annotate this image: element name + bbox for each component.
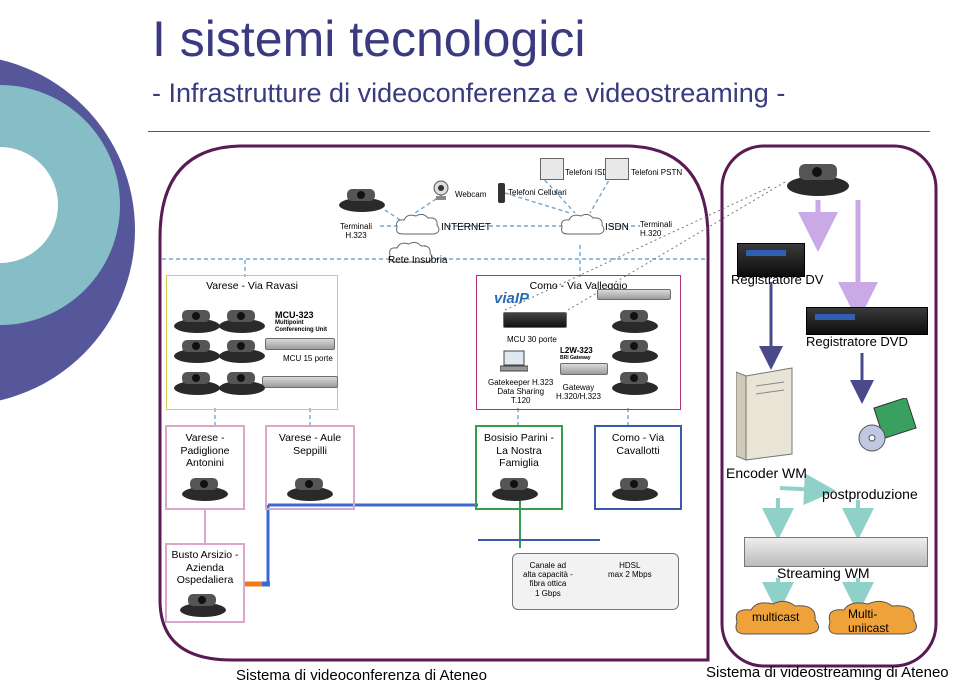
site-name: Busto Arsizio - Azienda Ospedaliera	[171, 549, 239, 587]
legend-hdsl: HDSL max 2 Mbps	[608, 561, 652, 580]
videoconference-camera-icon	[612, 478, 658, 501]
legend-box	[512, 553, 679, 610]
videoconference-camera-icon	[182, 478, 228, 501]
site-name: Varese - Padiglione Antonini	[180, 432, 230, 470]
server-tower-icon	[736, 367, 793, 461]
webcam-icon	[433, 180, 449, 200]
l2w-logo: L2W-323	[560, 346, 593, 355]
cloud-multicast	[735, 600, 820, 635]
label-mcu-30: MCU 30 porte	[507, 335, 557, 344]
label-terminali-h320: Terminali H.320	[640, 220, 673, 239]
label-telefoni-isdn: Telefoni ISDN	[565, 168, 614, 177]
page-title: I sistemi tecnologici	[152, 11, 586, 67]
videoconference-camera-icon	[787, 164, 849, 196]
site-bosisio-parini: Bosisio Parini - La Nostra Famiglia	[475, 425, 563, 510]
videoconference-camera-icon	[287, 478, 333, 501]
site-name: Bosisio Parini - La Nostra Famiglia	[483, 432, 555, 470]
mcu-logo: MCU-323	[275, 310, 314, 320]
videoconference-camera-icon	[612, 372, 658, 395]
caption-videoconferenza: Sistema di videoconferenza di Ateneo	[236, 667, 487, 684]
site-name: Varese - Aule Seppilli	[278, 432, 342, 457]
label-registratore-dvd: Registratore DVD	[806, 334, 908, 349]
videoconference-camera-icon	[174, 372, 220, 395]
label-registratore-dv: Registratore DV	[731, 272, 824, 287]
recorder-icon	[737, 243, 805, 277]
videoconference-camera-icon	[174, 340, 220, 363]
gateway-device	[560, 363, 608, 375]
label-streaming-wm: Streaming WM	[777, 565, 870, 581]
label-isdn: ISDN	[605, 222, 629, 233]
phone-icon	[540, 158, 564, 180]
site-varese-seppilli: Varese - Aule Seppilli	[265, 425, 355, 510]
caption-videostreaming: Sistema di videostreaming di Ateneo	[706, 664, 949, 681]
cloud-icon	[396, 213, 440, 235]
videoconference-camera-icon	[339, 189, 385, 212]
cloud-multi-unicast	[828, 600, 917, 635]
cloud-icon	[389, 241, 433, 263]
gateway-device	[597, 289, 671, 300]
site-busto-arsizio: Busto Arsizio - Azienda Ospedaliera	[165, 543, 245, 623]
title-rule	[148, 131, 930, 132]
videoconference-camera-icon	[219, 310, 265, 333]
label-multicast: multicast	[752, 610, 800, 624]
videoconference-camera-icon	[219, 372, 265, 395]
label-gateway: Gateway H.320/H.323	[556, 383, 601, 402]
videoconference-camera-icon	[612, 310, 658, 333]
label-rete-insubria: Rete Insubria	[388, 255, 448, 266]
viaip-logo: viaIP	[494, 290, 530, 307]
site-como-cavallotti: Como - Via Cavallotti	[594, 425, 682, 510]
videoconference-camera-icon	[180, 594, 226, 617]
label-webcam: Webcam	[455, 190, 487, 199]
l2w-logo-sub: BRI Gateway	[560, 355, 591, 361]
laptop-icon	[500, 350, 528, 372]
label-telefoni-cellulari: Telefoni Cellulari	[508, 188, 567, 197]
mcu-device	[265, 338, 335, 350]
streaming-server	[744, 537, 928, 567]
label-encoder: Encoder WM	[726, 465, 807, 481]
box-varese-ravasi: Varese - Via Ravasi	[166, 275, 338, 410]
mcu-device	[503, 312, 567, 328]
videoconference-camera-icon	[612, 340, 658, 363]
label-gatekeeper: Gatekeeper H.323 Data Sharing T.120	[488, 378, 554, 406]
mobile-phone-icon	[498, 183, 505, 203]
cd-icon	[858, 398, 917, 452]
mcu-logo-sub: Multipoint Conferencing Unit	[275, 320, 327, 333]
mcu-device	[262, 376, 338, 388]
videoconference-camera-icon	[492, 478, 538, 501]
label-mcu-15: MCU 15 porte	[283, 354, 333, 363]
legend-canale: Canale ad alta capacità - fibra ottica 1…	[523, 561, 573, 598]
box-title: Varese - Via Ravasi	[206, 280, 298, 292]
recorder-icon	[806, 307, 928, 335]
phone-icon	[605, 158, 629, 180]
label-terminali-h323: Terminali H.323	[340, 222, 373, 241]
site-name: Como - Via Cavallotti	[611, 432, 665, 457]
label-internet: INTERNET	[441, 222, 491, 233]
videoconference-camera-icon	[219, 340, 265, 363]
label-postproduzione: postproduzione	[822, 486, 918, 502]
label-multi-unicast: Multi- uniicast	[848, 607, 889, 636]
cloud-icon	[561, 213, 605, 235]
videoconference-camera-icon	[174, 310, 220, 333]
site-varese-antonini: Varese - Padiglione Antonini	[165, 425, 245, 510]
page-subtitle: - Infrastrutture di videoconferenza e vi…	[152, 78, 786, 108]
label-telefoni-pstn: Telefoni PSTN	[631, 168, 683, 177]
